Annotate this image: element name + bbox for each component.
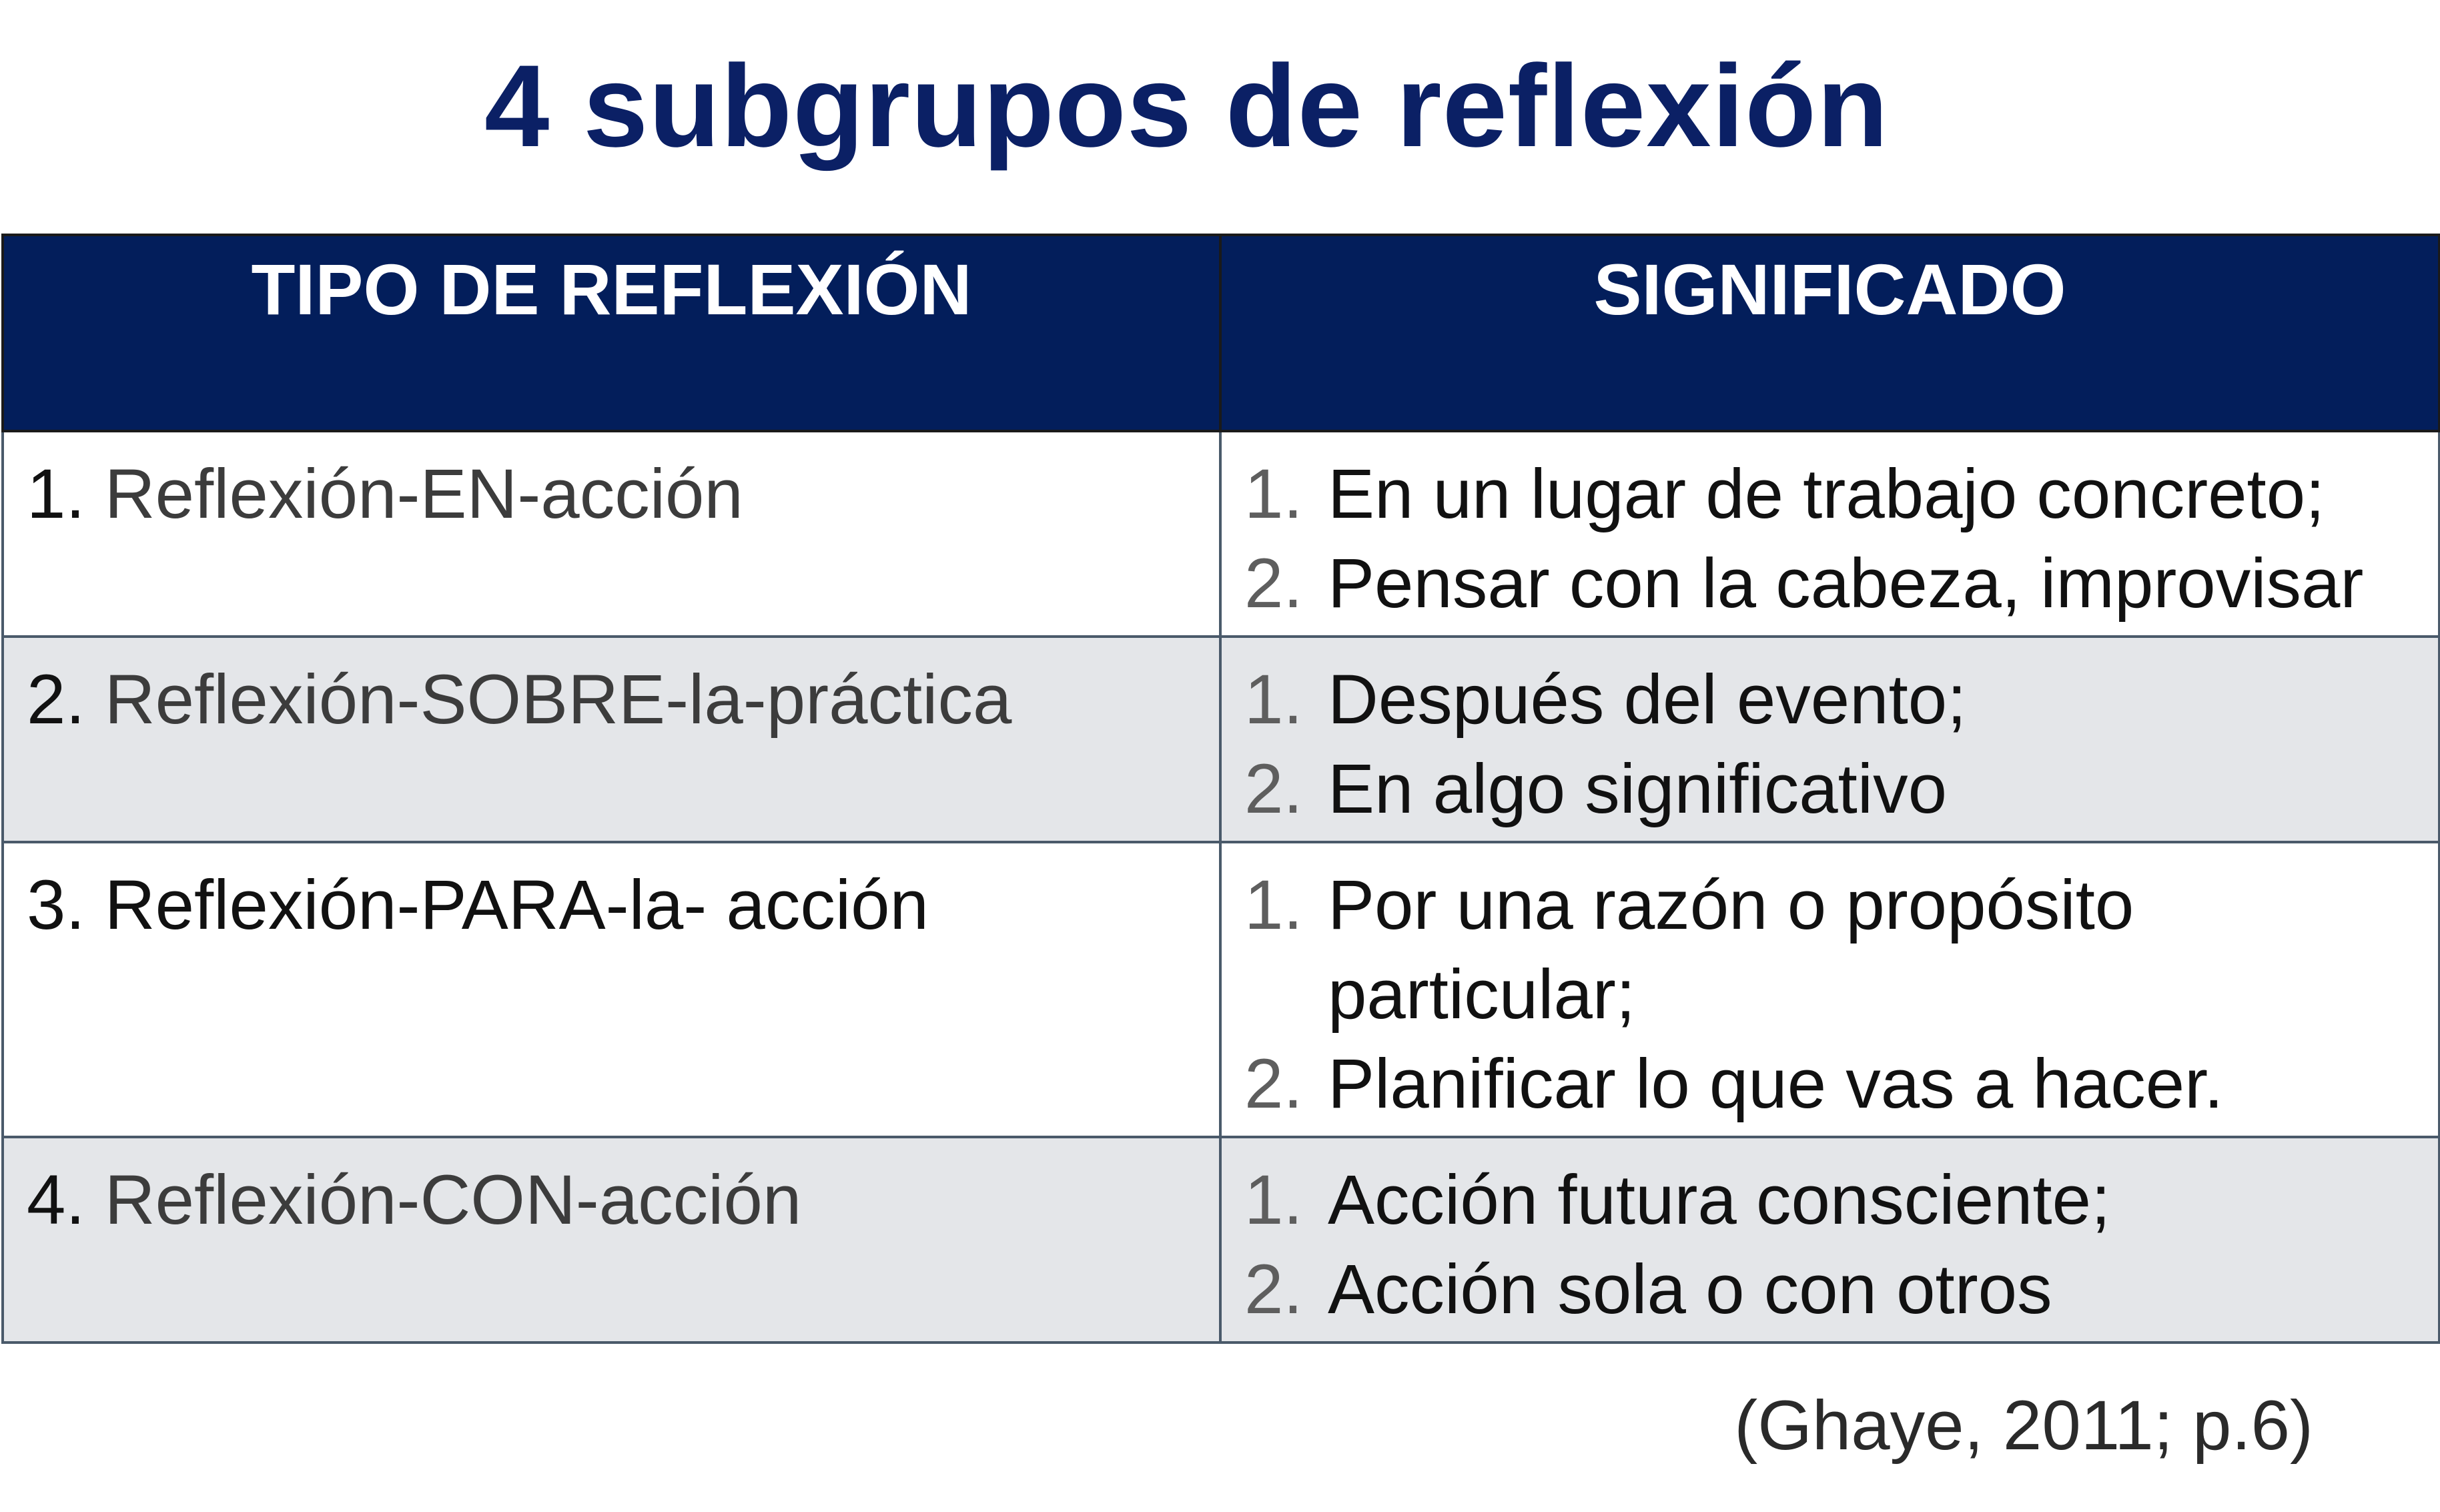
list-marker: 1. — [1244, 661, 1303, 739]
meaning-list: 1.Por una razón o propósito particular; … — [1244, 861, 2418, 1129]
header-tipo-de-reflexion: TIPO DE REFLEXIÓN — [1, 234, 1222, 432]
list-marker: 2. — [1244, 544, 1303, 623]
reflection-type-label: Reflexión-CON-acción — [104, 1161, 802, 1239]
row-number: 3. — [27, 866, 85, 944]
table-header-row: TIPO DE REFLEXIÓN SIGNIFICADO — [1, 234, 2440, 432]
list-marker: 1. — [1244, 866, 1303, 944]
list-item-text: Planificar lo que vas a hacer. — [1328, 1045, 2224, 1123]
reflection-type-label: Reflexión-EN-acción — [104, 455, 743, 533]
table-row: 3. Reflexión-PARA-la- acción 1. Por una r… — [1, 841, 2440, 1138]
list-item: 2. Acción sola o con otros — [1244, 1245, 2418, 1335]
reflection-type-cell: 1. Reflexión-EN-acción — [1, 430, 1222, 638]
reflection-type-cell: 4. Reflexión-CON-acción — [1, 1136, 1222, 1344]
reflection-type-cell: 2. Reflexión-SOBRE-la-práctica — [1, 635, 1222, 843]
row-number: 2. — [27, 661, 85, 739]
list-item: 1. Acción futura consciente; — [1244, 1156, 2418, 1245]
reflection-type-cell: 3. Reflexión-PARA-la- acción — [1, 841, 1222, 1138]
list-item-text: Acción sola o con otros — [1328, 1250, 2052, 1329]
list-item: 1. Por una razón o propósito particular; — [1244, 861, 2418, 1040]
list-marker: 1. — [1244, 1161, 1303, 1239]
list-marker: 2. — [1244, 1250, 1303, 1329]
reflection-type-label: Reflexión-PARA-la- acción — [104, 866, 929, 944]
list-item-text: En algo significativo — [1328, 750, 1948, 828]
list-item: 2. Planificar lo que vas a hacer. — [1244, 1040, 2418, 1129]
meaning-list: 1. En un lugar de trabajo concreto; 2. Pen… — [1244, 450, 2418, 629]
table-row: 4. Reflexión-CON-acción 1. Acción futura … — [1, 1136, 2440, 1344]
list-item: 2. Pensar con la cabeza, improvisar — [1244, 539, 2418, 629]
list-item-text: Pensar con la cabeza, improvisar — [1328, 544, 2364, 623]
list-marker: 2. — [1244, 1045, 1303, 1123]
page-title: 4 subgrupos de reflexión — [484, 41, 1889, 171]
meaning-list: 1. Después del evento; 2. En algo signific… — [1244, 655, 2418, 834]
list-item-text: En un lugar de trabajo concreto; — [1328, 455, 2325, 533]
meaning-cell: 1. Acción futura consciente; 2. Acción sol… — [1219, 1136, 2440, 1344]
reflection-type-label: Reflexión-SOBRE-la-práctica — [104, 661, 1012, 739]
row-number: 4. — [27, 1161, 85, 1239]
table-row: 1. Reflexión-EN-acción 1. En un lugar de … — [1, 430, 2440, 638]
list-item: 1. En un lugar de trabajo concreto; — [1244, 450, 2418, 539]
list-item-text: Por una razón o propósito particular; — [1328, 866, 2134, 1034]
list-item: 2. En algo significativo — [1244, 745, 2418, 834]
list-item: 1. Después del evento; — [1244, 655, 2418, 745]
reflection-table: TIPO DE REFLEXIÓN SIGNIFICADO 1. Reflexi… — [1, 234, 2440, 1344]
list-marker: 1. — [1244, 455, 1303, 533]
list-item-text: Acción futura consciente; — [1328, 1161, 2111, 1239]
meaning-cell: 1. Después del evento; 2. En algo signific… — [1219, 635, 2440, 843]
table-row: 2. Reflexión-SOBRE-la-práctica 1. Después… — [1, 635, 2440, 843]
citation: (Ghaye, 2011; p.6) — [1734, 1387, 2313, 1465]
header-significado: SIGNIFICADO — [1219, 234, 2440, 432]
list-item-text: Después del evento; — [1328, 661, 1967, 739]
meaning-list: 1. Acción futura consciente; 2. Acción sol… — [1244, 1156, 2418, 1335]
row-number: 1. — [27, 455, 85, 533]
list-marker: 2. — [1244, 750, 1303, 828]
meaning-cell: 1. En un lugar de trabajo concreto; 2. Pen… — [1219, 430, 2440, 638]
meaning-cell: 1.Por una razón o propósito particular; … — [1219, 841, 2440, 1138]
